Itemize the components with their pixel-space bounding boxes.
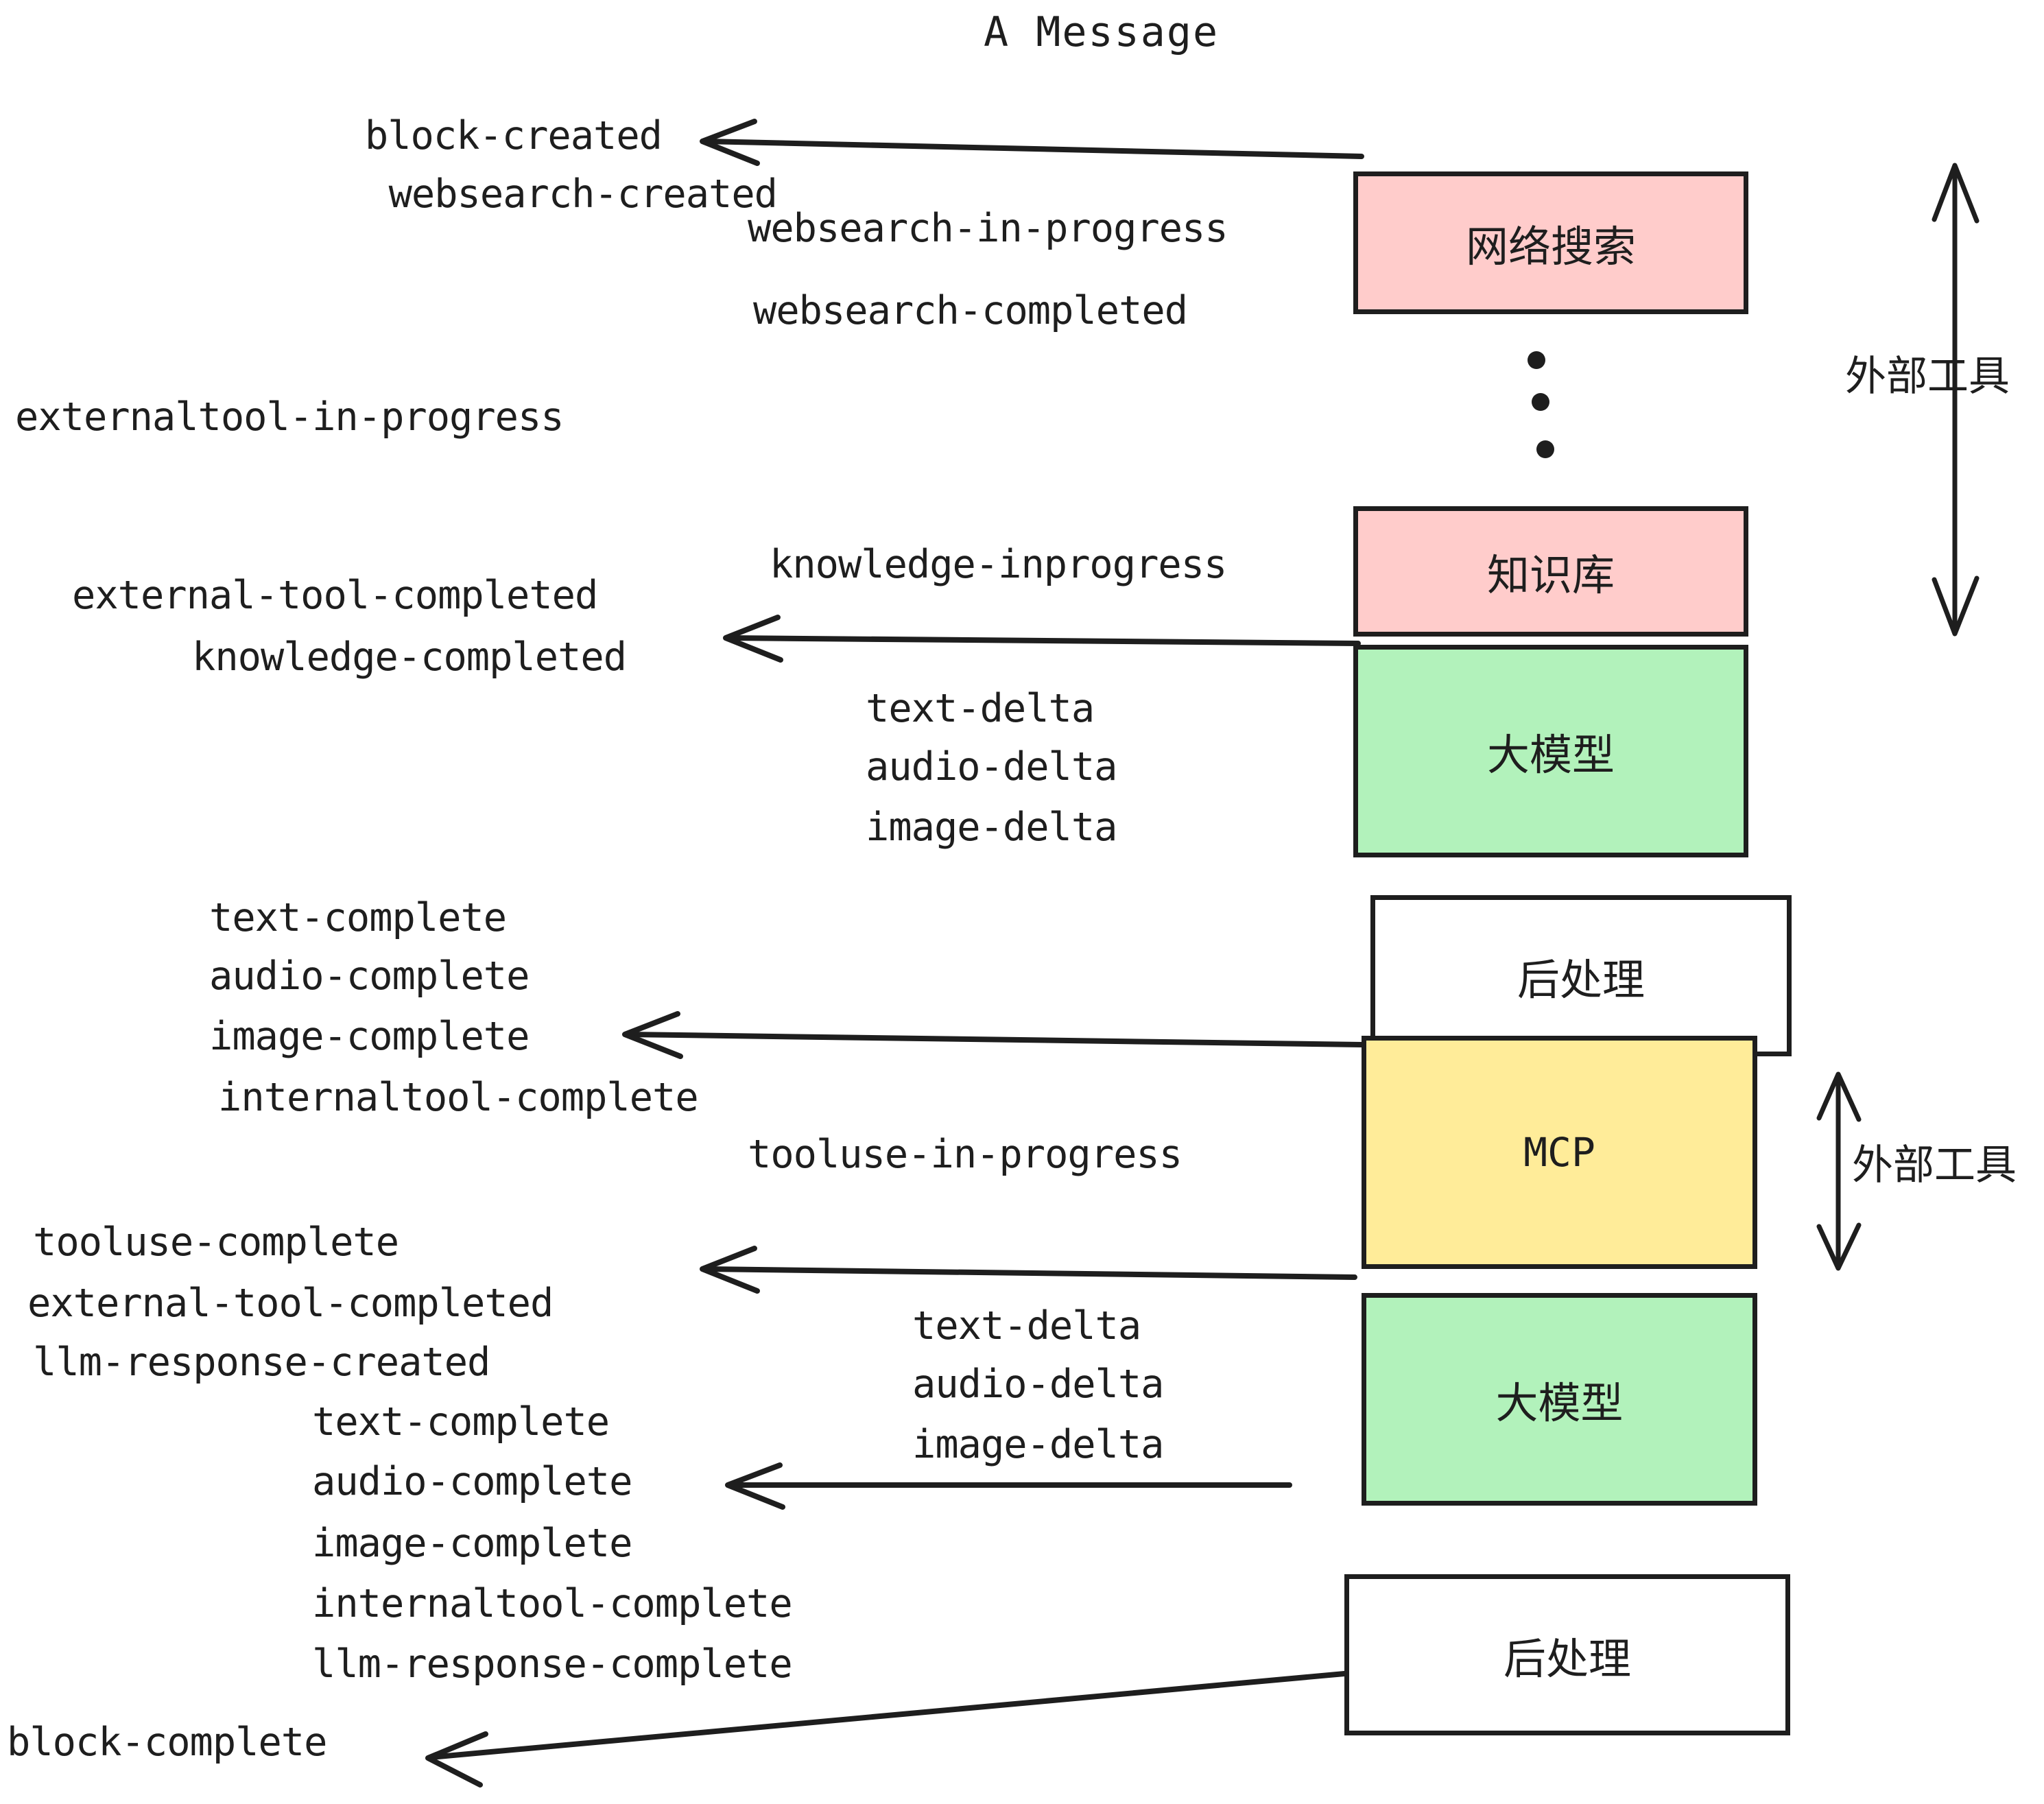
event-image-delta-2: image-delta — [912, 1422, 1164, 1467]
arrow-image-complete — [622, 1011, 1364, 1059]
event-knowledge-completed: knowledge-completed — [192, 634, 627, 680]
event-audio-delta-1: audio-delta — [866, 744, 1117, 790]
node-label: 后处理 — [1503, 1633, 1631, 1684]
node-label: 后处理 — [1517, 954, 1645, 1005]
event-audio-complete-1: audio-complete — [209, 953, 530, 999]
ellipsis-dot — [1528, 351, 1545, 369]
event-audio-complete-2: audio-complete — [312, 1459, 632, 1504]
arrow-block-created — [700, 119, 1364, 166]
event-tooluse-in-progress: tooluse-in-progress — [748, 1132, 1183, 1177]
node-label: 大模型 — [1486, 730, 1615, 780]
event-text-complete-2: text-complete — [312, 1399, 610, 1445]
event-image-complete-1: image-complete — [209, 1014, 530, 1059]
ellipsis-dot — [1536, 440, 1554, 458]
event-externaltool-in-progress: externaltool-in-progress — [15, 394, 565, 440]
arrow-knowledge-completed — [723, 615, 1361, 663]
event-text-delta-2: text-delta — [912, 1303, 1141, 1349]
node-llm-1[interactable]: 大模型 — [1353, 645, 1748, 857]
event-block-created: block-created — [364, 113, 663, 158]
node-knowledge[interactable]: 知识库 — [1353, 506, 1748, 637]
event-block-complete: block-complete — [7, 1720, 327, 1765]
event-llm-response-created: llm-response-created — [33, 1340, 490, 1385]
node-postprocess-2[interactable]: 后处理 — [1344, 1574, 1790, 1735]
label-external-tools-upper: 外部工具 — [1845, 353, 2010, 401]
event-websearch-created: websearch-created — [388, 171, 778, 217]
event-text-complete-1: text-complete — [209, 895, 507, 940]
event-llm-response-complete: llm-response-complete — [312, 1641, 793, 1687]
label-external-tools-lower: 外部工具 — [1852, 1141, 2017, 1189]
event-tooluse-complete: tooluse-complete — [33, 1220, 399, 1265]
arrow-audio-complete — [725, 1462, 1292, 1510]
node-label: 网络搜索 — [1465, 222, 1636, 272]
event-external-tool-completed-1: external-tool-completed — [72, 573, 598, 618]
event-knowledge-inprogress: knowledge-inprogress — [770, 542, 1227, 587]
event-image-delta-1: image-delta — [866, 805, 1117, 850]
event-websearch-in-progress: websearch-in-progress — [748, 206, 1228, 251]
node-label: MCP — [1523, 1129, 1595, 1176]
event-websearch-completed: websearch-completed — [753, 288, 1188, 333]
event-internaltool-complete-2: internaltool-complete — [312, 1581, 793, 1626]
node-postprocess-1[interactable]: 后处理 — [1370, 895, 1792, 1056]
arrow-tooluse-complete — [700, 1246, 1357, 1294]
node-label: 知识库 — [1486, 550, 1615, 600]
page-title: A Message — [984, 8, 1220, 56]
event-external-tool-completed-2: external-tool-completed — [27, 1281, 554, 1326]
arrow-block-complete — [425, 1671, 1347, 1788]
node-llm-2[interactable]: 大模型 — [1362, 1293, 1757, 1506]
event-text-delta-1: text-delta — [866, 686, 1095, 731]
node-label: 大模型 — [1495, 1378, 1624, 1428]
event-internaltool-complete-1: internaltool-complete — [218, 1075, 699, 1120]
ellipsis-dot — [1532, 393, 1549, 411]
event-image-complete-2: image-complete — [312, 1521, 632, 1566]
node-websearch[interactable]: 网络搜索 — [1353, 171, 1748, 314]
event-audio-delta-2: audio-delta — [912, 1362, 1164, 1407]
node-mcp[interactable]: MCP — [1362, 1036, 1757, 1269]
